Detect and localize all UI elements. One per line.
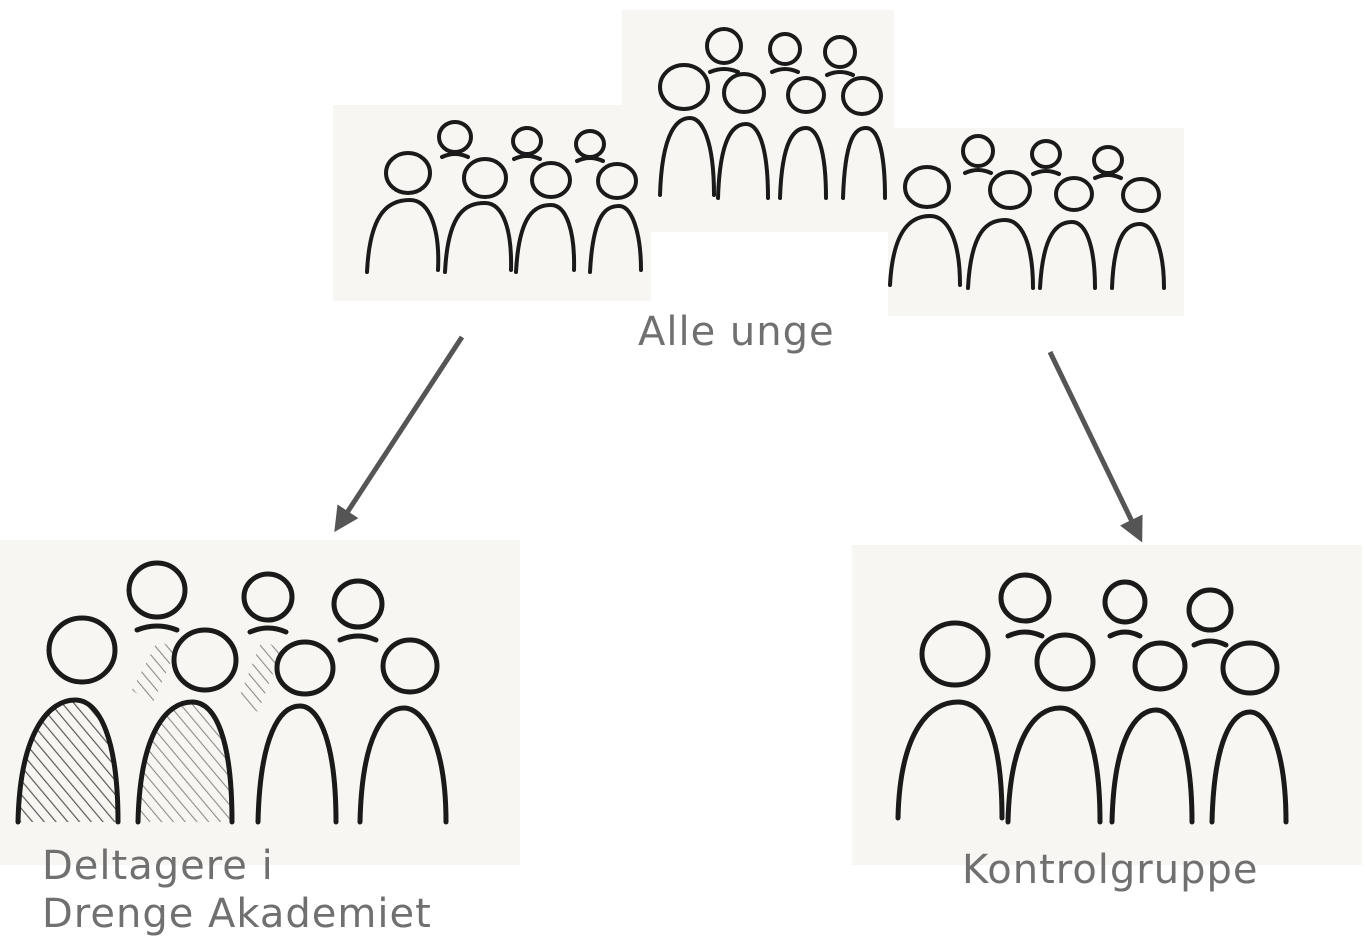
paper-top-right xyxy=(888,128,1184,316)
paper-top-center xyxy=(622,10,894,232)
crowd-top-right xyxy=(888,134,1166,290)
crowd-control xyxy=(895,572,1289,825)
label-all-youth: Alle unge xyxy=(638,309,835,355)
crowd-participants xyxy=(15,560,449,825)
label-participants-line1: Deltagere i xyxy=(42,843,274,889)
label-participants-line2: Drenge Akademiet xyxy=(42,891,432,937)
arrow-to-participants xyxy=(334,335,465,533)
crowd-top-center xyxy=(658,27,887,200)
label-participants: Deltagere i Drenge Akademiet xyxy=(42,842,432,938)
label-control-group: Kontrolgruppe xyxy=(962,847,1259,893)
arrow-to-control xyxy=(1047,350,1143,543)
crowd-top-left xyxy=(365,120,643,274)
